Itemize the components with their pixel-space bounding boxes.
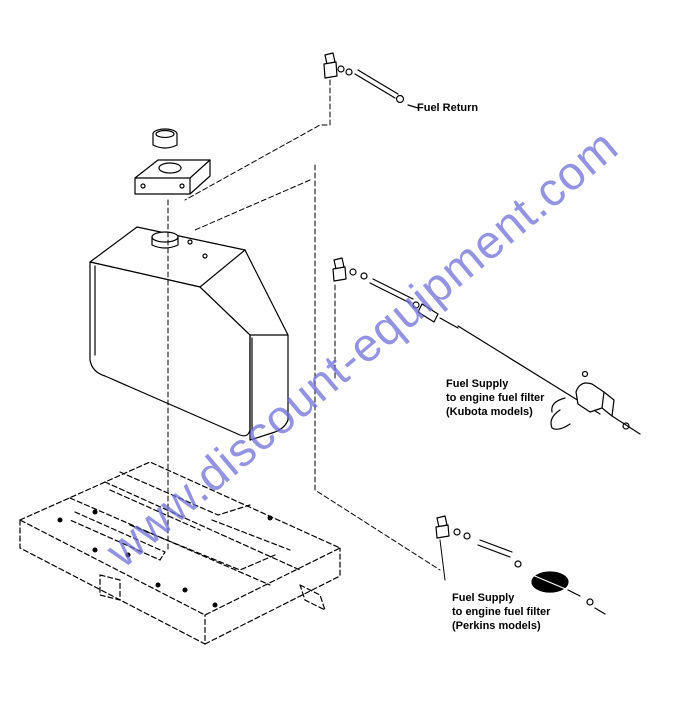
kubota-line-3: (Kubota models)	[446, 406, 533, 418]
chassis-holes	[57, 509, 273, 608]
perkins-line-3: (Perkins models)	[452, 620, 541, 632]
fuel-return-text: Fuel Return	[417, 102, 479, 114]
leader-lines	[167, 79, 441, 571]
kubota-supply-label: Fuel Supply to engine fuel filter (Kubot…	[446, 377, 544, 419]
fuel-return-label: Fuel Return	[417, 101, 478, 115]
kubota-line-2: to engine fuel filter	[446, 392, 545, 404]
fuel-tank	[89, 226, 289, 441]
perkins-line-2: to engine fuel filter	[452, 606, 551, 618]
perkins-supply-label: Fuel Supply to engine fuel filter (Perki…	[452, 591, 550, 633]
kubota-line-1: Fuel Supply	[446, 378, 509, 390]
kubota-supply-fittings	[332, 257, 641, 435]
perkins-supply-fittings	[435, 515, 606, 615]
hose-lines	[439, 539, 446, 581]
fuel-cap	[152, 128, 178, 149]
perkins-line-1: Fuel Supply	[452, 592, 515, 604]
cap-bracket	[134, 159, 211, 195]
fuel-return-fittings	[323, 52, 419, 109]
chassis-frame	[19, 461, 341, 645]
